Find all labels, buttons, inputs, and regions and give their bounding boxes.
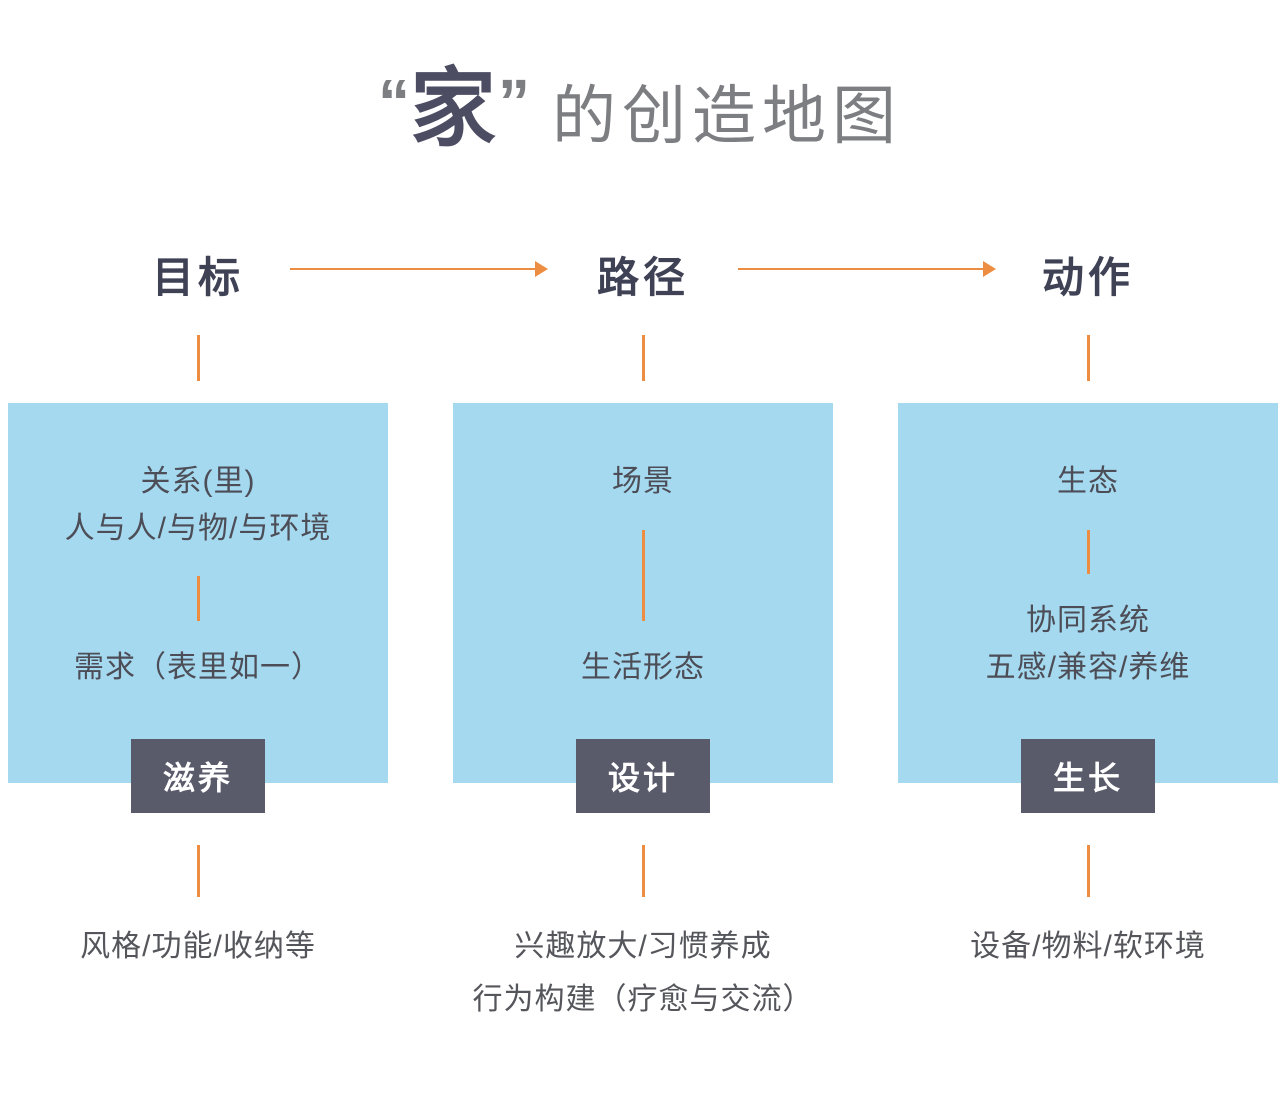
title-rest: 的创造地图 xyxy=(552,80,902,152)
page-title: “家”的创造地图 xyxy=(0,66,1280,152)
box-action-bottom-text: 协同系统 五感/兼容/养维 xyxy=(985,604,1191,684)
box-goal-bottom-text: 需求（表里如一） xyxy=(74,650,322,684)
box-path-bottom-text: 生活形态 xyxy=(581,650,705,684)
stage-label-action: 动作 xyxy=(1041,254,1134,301)
stage-header-action: 动作 xyxy=(898,244,1278,305)
badge-design: 设计 xyxy=(575,739,711,813)
connector-header-to-box xyxy=(196,335,200,381)
title-open-quote: “ xyxy=(378,66,410,138)
columns-row: 关系(里) 人与人/与物/与环境 需求（表里如一） 滋养 风格/功能/收纳等 场… xyxy=(0,305,1280,1026)
box-action-top-text: 生态 xyxy=(1057,465,1119,498)
column-action: 生态 协同系统 五感/兼容/养维 生长 设备/物料/软环境 xyxy=(898,305,1278,1026)
stage-label-goal: 目标 xyxy=(151,254,244,301)
box-path-top-text: 场景 xyxy=(612,465,674,498)
connector-box-to-footer xyxy=(641,845,645,897)
badge-grow: 生长 xyxy=(1020,739,1156,813)
box-goal-top-text: 关系(里) 人与人/与物/与环境 xyxy=(64,465,332,545)
box-path: 场景 生活形态 设计 xyxy=(453,403,833,813)
box-inner-connector xyxy=(641,529,645,621)
column-goal: 关系(里) 人与人/与物/与环境 需求（表里如一） 滋养 风格/功能/收纳等 xyxy=(8,305,388,1026)
box-inner-connector xyxy=(196,576,200,621)
title-emphasis: 家 xyxy=(410,61,498,157)
stage-label-path: 路径 xyxy=(596,254,689,301)
right-arrow-icon xyxy=(290,261,548,277)
column-path: 场景 生活形态 设计 兴趣放大/习惯养成 行为构建（疗愈与交流） xyxy=(453,305,833,1026)
connector-header-to-box xyxy=(1086,335,1090,381)
box-action: 生态 协同系统 五感/兼容/养维 生长 xyxy=(898,403,1278,813)
box-inner-connector xyxy=(1086,529,1090,574)
stage-header-row: 目标 路径 动作 xyxy=(0,244,1280,305)
box-goal: 关系(里) 人与人/与物/与环境 需求（表里如一） 滋养 xyxy=(8,403,388,813)
stage-header-goal: 目标 xyxy=(8,244,388,305)
connector-box-to-footer xyxy=(196,845,200,897)
footer-action-text: 设备/物料/软环境 xyxy=(970,930,1206,963)
footer-goal-text: 风格/功能/收纳等 xyxy=(80,930,316,963)
footer-path-text: 兴趣放大/习惯养成 行为构建（疗愈与交流） xyxy=(472,930,814,1016)
stage-header-path: 路径 xyxy=(453,244,833,305)
connector-header-to-box xyxy=(641,335,645,381)
connector-box-to-footer xyxy=(1086,845,1090,897)
right-arrow-icon xyxy=(738,261,996,277)
badge-nourish: 滋养 xyxy=(130,739,266,813)
title-close-quote: ” xyxy=(498,66,530,138)
